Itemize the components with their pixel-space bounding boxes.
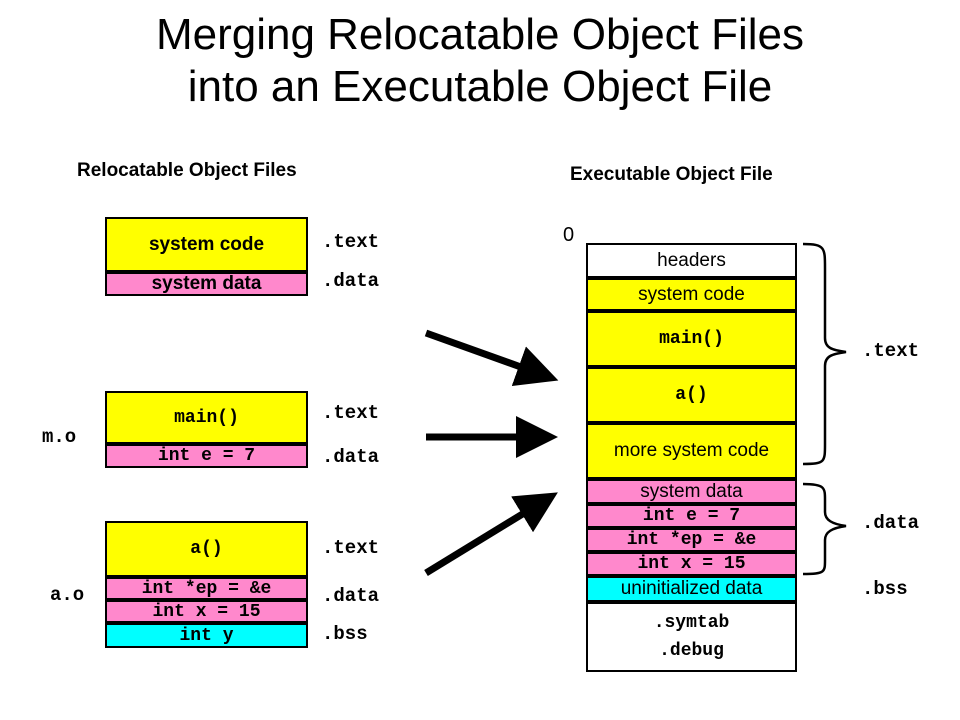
a-o-label: a.o [50, 584, 85, 606]
arrow-system-to-exe [424, 329, 559, 387]
a-o-data-section-label: .data [322, 585, 380, 607]
system-code-label: system code [148, 233, 265, 255]
system-code-block: system code [105, 217, 308, 272]
exe-uninit-label: uninitialized data [620, 578, 763, 599]
int-ep-label: int *ep = &e [141, 578, 272, 599]
m-o-code-block: main() [105, 391, 308, 444]
exe-a-block: a() [586, 367, 797, 423]
exe-system-code-label: system code [638, 283, 745, 305]
exe-text-section-label: .text [862, 340, 920, 362]
exe-int-e-label: int e = 7 [642, 506, 741, 526]
exe-int-x-label: int x = 15 [637, 554, 746, 574]
title-line-1: Merging Relocatable Object Files [155, 10, 805, 59]
exe-more-code-block: more system code [586, 423, 797, 479]
exe-int-e-block: int e = 7 [586, 504, 797, 528]
int-y-label: int y [179, 625, 234, 646]
system-text-section-label: .text [322, 231, 380, 253]
exe-uninit-block: uninitialized data [586, 576, 797, 602]
system-data-label: system data [151, 273, 262, 294]
int-x-label: int x = 15 [152, 601, 261, 622]
title-line-2: into an Executable Object File [187, 62, 773, 111]
exe-system-data-label: system data [640, 480, 743, 502]
m-o-data-block: int e = 7 [105, 444, 308, 468]
exe-system-code-block: system code [586, 278, 797, 311]
m-o-text-section-label: .text [322, 402, 380, 424]
headers-label: headers [657, 249, 726, 271]
exe-symtab-debug-block: .symtab .debug [586, 602, 797, 672]
exe-data-section-label: .data [862, 512, 920, 534]
a-o-data-block-ep: int *ep = &e [105, 577, 308, 600]
a-o-bss-block: int y [105, 623, 308, 648]
int-e-label: int e = 7 [157, 446, 256, 466]
text-brace [802, 242, 847, 466]
exe-system-data-block: system data [586, 479, 797, 504]
exe-main-label: main() [659, 329, 724, 349]
main-function-label: main() [174, 407, 239, 428]
arrow-a-o-to-exe [424, 492, 558, 576]
exe-int-x-block: int x = 15 [586, 552, 797, 576]
system-data-block: system data [105, 272, 308, 296]
exe-symtab-label: .symtab [653, 613, 730, 633]
exe-main-block: main() [586, 311, 797, 367]
system-data-section-label: .data [322, 270, 380, 292]
a-o-text-section-label: .text [322, 537, 380, 559]
data-brace [802, 482, 847, 576]
executable-heading: Executable Object File [570, 164, 773, 185]
address-zero-label: 0 [563, 224, 575, 246]
exe-a-label: a() [675, 385, 708, 405]
a-o-data-block-x: int x = 15 [105, 600, 308, 623]
m-o-label: m.o [42, 426, 77, 448]
a-function-label: a() [190, 539, 223, 559]
a-o-code-block: a() [105, 521, 308, 577]
m-o-data-section-label: .data [322, 446, 380, 468]
headers-block: headers [586, 243, 797, 278]
exe-int-ep-block: int *ep = &e [586, 528, 797, 552]
exe-more-code-label: more system code [613, 440, 770, 461]
exe-bss-section-label: .bss [862, 578, 908, 600]
relocatable-heading: Relocatable Object Files [77, 160, 297, 181]
a-o-bss-section-label: .bss [322, 623, 368, 645]
exe-debug-label: .debug [659, 641, 724, 661]
exe-int-ep-label: int *ep = &e [626, 530, 757, 550]
